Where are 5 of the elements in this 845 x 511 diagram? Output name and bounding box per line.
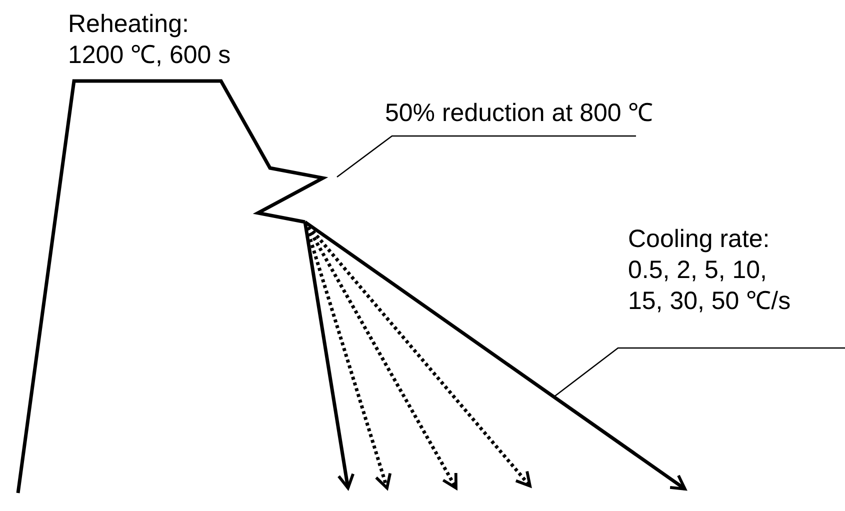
annotation-text: 50% reduction at 800 ℃ [385, 98, 654, 136]
annotation-text: Reheating: 1200 ℃, 600 s [68, 9, 232, 71]
leader-line [554, 347, 845, 397]
leader-line [336, 135, 636, 178]
annotation-text: Cooling rate: 0.5, 2, 5, 10, 15, 30, 50 ℃/s [628, 224, 800, 348]
